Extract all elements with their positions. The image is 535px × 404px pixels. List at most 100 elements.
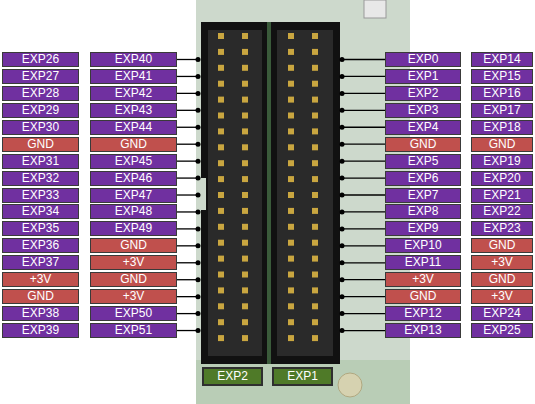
- header-pin: [242, 287, 248, 293]
- leader-line: [342, 59, 385, 60]
- header-pin: [312, 335, 318, 341]
- header-pin: [288, 240, 294, 246]
- header-pin: [288, 319, 294, 325]
- power-pin-label: GND: [471, 272, 533, 287]
- header-pin: [312, 160, 318, 166]
- pin-name: EXP39: [22, 324, 59, 337]
- pin-name: EXP32: [22, 172, 59, 185]
- header-pin: [312, 208, 318, 214]
- signal-pin-label: EXP12: [385, 306, 461, 321]
- signal-pin-label: EXP30: [2, 120, 79, 135]
- header-pin: [288, 144, 294, 150]
- power-pin-label: GND: [385, 137, 461, 152]
- leader-line: [342, 245, 385, 246]
- header-pin: [288, 97, 294, 103]
- connector-tag: EXP2: [202, 367, 263, 386]
- pin-name: +3V: [30, 273, 52, 286]
- leader-dot: [196, 209, 201, 214]
- signal-pin-label: EXP36: [2, 238, 79, 253]
- leader-dot: [340, 176, 345, 181]
- leader-dot: [340, 243, 345, 248]
- leader-dot: [340, 294, 345, 299]
- header-pin: [242, 65, 248, 71]
- leader-dot: [340, 277, 345, 282]
- pin-name: EXP36: [22, 239, 59, 252]
- signal-pin-label: EXP46: [90, 171, 177, 186]
- pin-name: EXP45: [115, 155, 152, 168]
- header-pin: [218, 224, 224, 230]
- leader-line: [342, 279, 385, 280]
- leader-line: [177, 330, 197, 331]
- header-pin: [288, 113, 294, 119]
- pin-name: EXP11: [405, 256, 441, 269]
- header-pin: [312, 224, 318, 230]
- signal-pin-label: EXP14: [471, 52, 533, 67]
- header-pin: [312, 256, 318, 262]
- pin-name: EXP10: [404, 239, 441, 252]
- power-pin-label: GND: [90, 238, 177, 253]
- signal-pin-label: EXP23: [471, 221, 533, 236]
- pin-name: EXP27: [22, 70, 59, 83]
- pin-name: EXP48: [115, 205, 152, 218]
- header-pin: [288, 256, 294, 262]
- header-pin: [218, 160, 224, 166]
- signal-pin-label: EXP16: [471, 86, 533, 101]
- header-pin: [312, 81, 318, 87]
- pin-name: EXP24: [483, 307, 520, 320]
- leader-dot: [196, 125, 201, 130]
- exp2-well: [208, 30, 262, 356]
- header-pin: [288, 303, 294, 309]
- leader-line: [342, 313, 385, 314]
- signal-pin-label: EXP0: [385, 52, 461, 67]
- signal-pin-label: EXP3: [385, 103, 461, 118]
- header-pin: [218, 49, 224, 55]
- pin-name: EXP40: [115, 53, 152, 66]
- header-pin: [218, 303, 224, 309]
- pin-name: GND: [120, 273, 147, 286]
- leader-line: [177, 228, 197, 229]
- leader-line: [342, 144, 385, 145]
- header-pin: [242, 176, 248, 182]
- pin-name: GND: [120, 138, 147, 151]
- pin-name: EXP35: [22, 222, 59, 235]
- pin-name: EXP47: [115, 189, 152, 202]
- header-pin: [288, 176, 294, 182]
- header-pin: [218, 240, 224, 246]
- signal-pin-label: EXP4: [385, 120, 461, 135]
- leader-line: [342, 262, 385, 263]
- pin-name: EXP29: [22, 104, 59, 117]
- pin-name: EXP44: [115, 121, 152, 134]
- header-pin: [218, 319, 224, 325]
- pin-name: EXP34: [22, 205, 59, 218]
- signal-pin-label: EXP40: [90, 52, 177, 67]
- leader-line: [177, 93, 197, 94]
- leader-line: [342, 177, 385, 178]
- pin-name: EXP22: [483, 205, 520, 218]
- divider: [267, 22, 271, 364]
- leader-dot: [196, 260, 201, 265]
- leader-line: [342, 330, 385, 331]
- leader-line: [177, 262, 197, 263]
- power-pin-label: GND: [2, 137, 79, 152]
- leader-line: [177, 127, 197, 128]
- header-pin: [218, 65, 224, 71]
- power-pin-label: +3V: [90, 289, 177, 304]
- header-pin: [218, 113, 224, 119]
- pin-name: EXP5: [408, 155, 439, 168]
- header-pin: [218, 335, 224, 341]
- header-pin: [242, 256, 248, 262]
- leader-dot: [196, 74, 201, 79]
- header-pin: [312, 33, 318, 39]
- signal-pin-label: EXP48: [90, 204, 177, 219]
- signal-pin-label: EXP39: [2, 323, 79, 338]
- leader-line: [342, 194, 385, 195]
- header-pin: [312, 144, 318, 150]
- header-pins: [218, 33, 318, 341]
- signal-pin-label: EXP22: [471, 204, 533, 219]
- header-pin: [288, 287, 294, 293]
- signal-pin-label: EXP2: [385, 86, 461, 101]
- pin-name: EXP13: [404, 324, 441, 337]
- leader-dot: [340, 311, 345, 316]
- pin-name: EXP41: [115, 70, 152, 83]
